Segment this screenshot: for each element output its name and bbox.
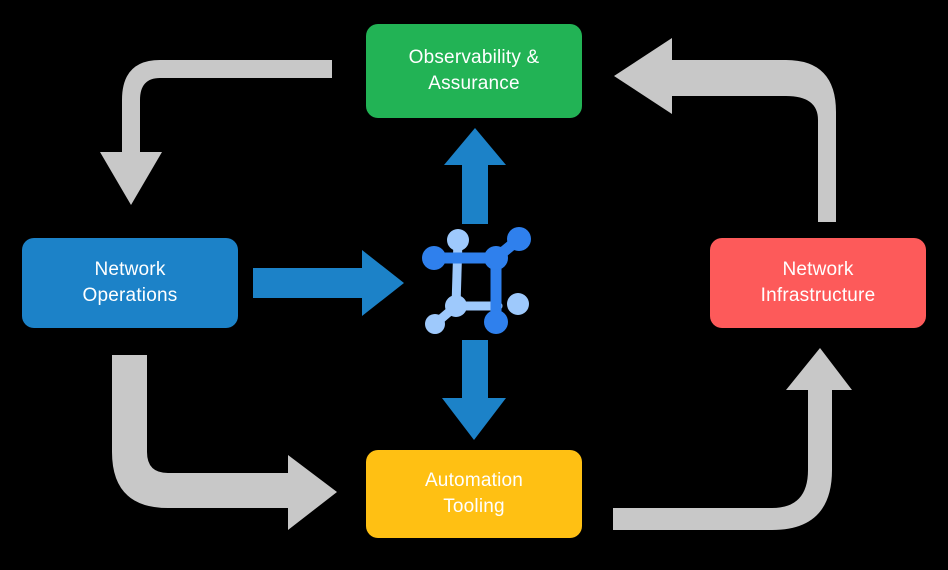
network-topology-icon: [422, 227, 531, 334]
node-box-network-infrastructure[interactable]: Network Infrastructure: [710, 238, 926, 328]
connector-ops-to-center: [253, 250, 404, 316]
topology-secondary-nodes: [425, 229, 529, 334]
topology-primary-nodes: [422, 227, 531, 334]
node-label-network-infrastructure: Network Infrastructure: [760, 259, 876, 306]
connector-ops-to-automation: [112, 355, 337, 530]
node-label-automation-tooling: Automation Tooling: [424, 470, 524, 517]
node-label-network-operations: Network Operations: [82, 259, 178, 306]
connector-center-to-observability: [444, 128, 506, 224]
connector-observability-to-ops: [100, 60, 332, 205]
node-box-automation-tooling[interactable]: Automation Tooling: [366, 450, 582, 538]
connector-automation-to-infrastructure: [613, 348, 852, 530]
connector-infrastructure-to-observability: [614, 38, 836, 222]
node-box-observability[interactable]: Observability & Assurance: [366, 24, 582, 118]
connector-center-to-automation: [442, 340, 506, 440]
node-box-network-operations[interactable]: Network Operations: [22, 238, 238, 328]
node-label-observability: Observability & Assurance: [408, 47, 540, 94]
